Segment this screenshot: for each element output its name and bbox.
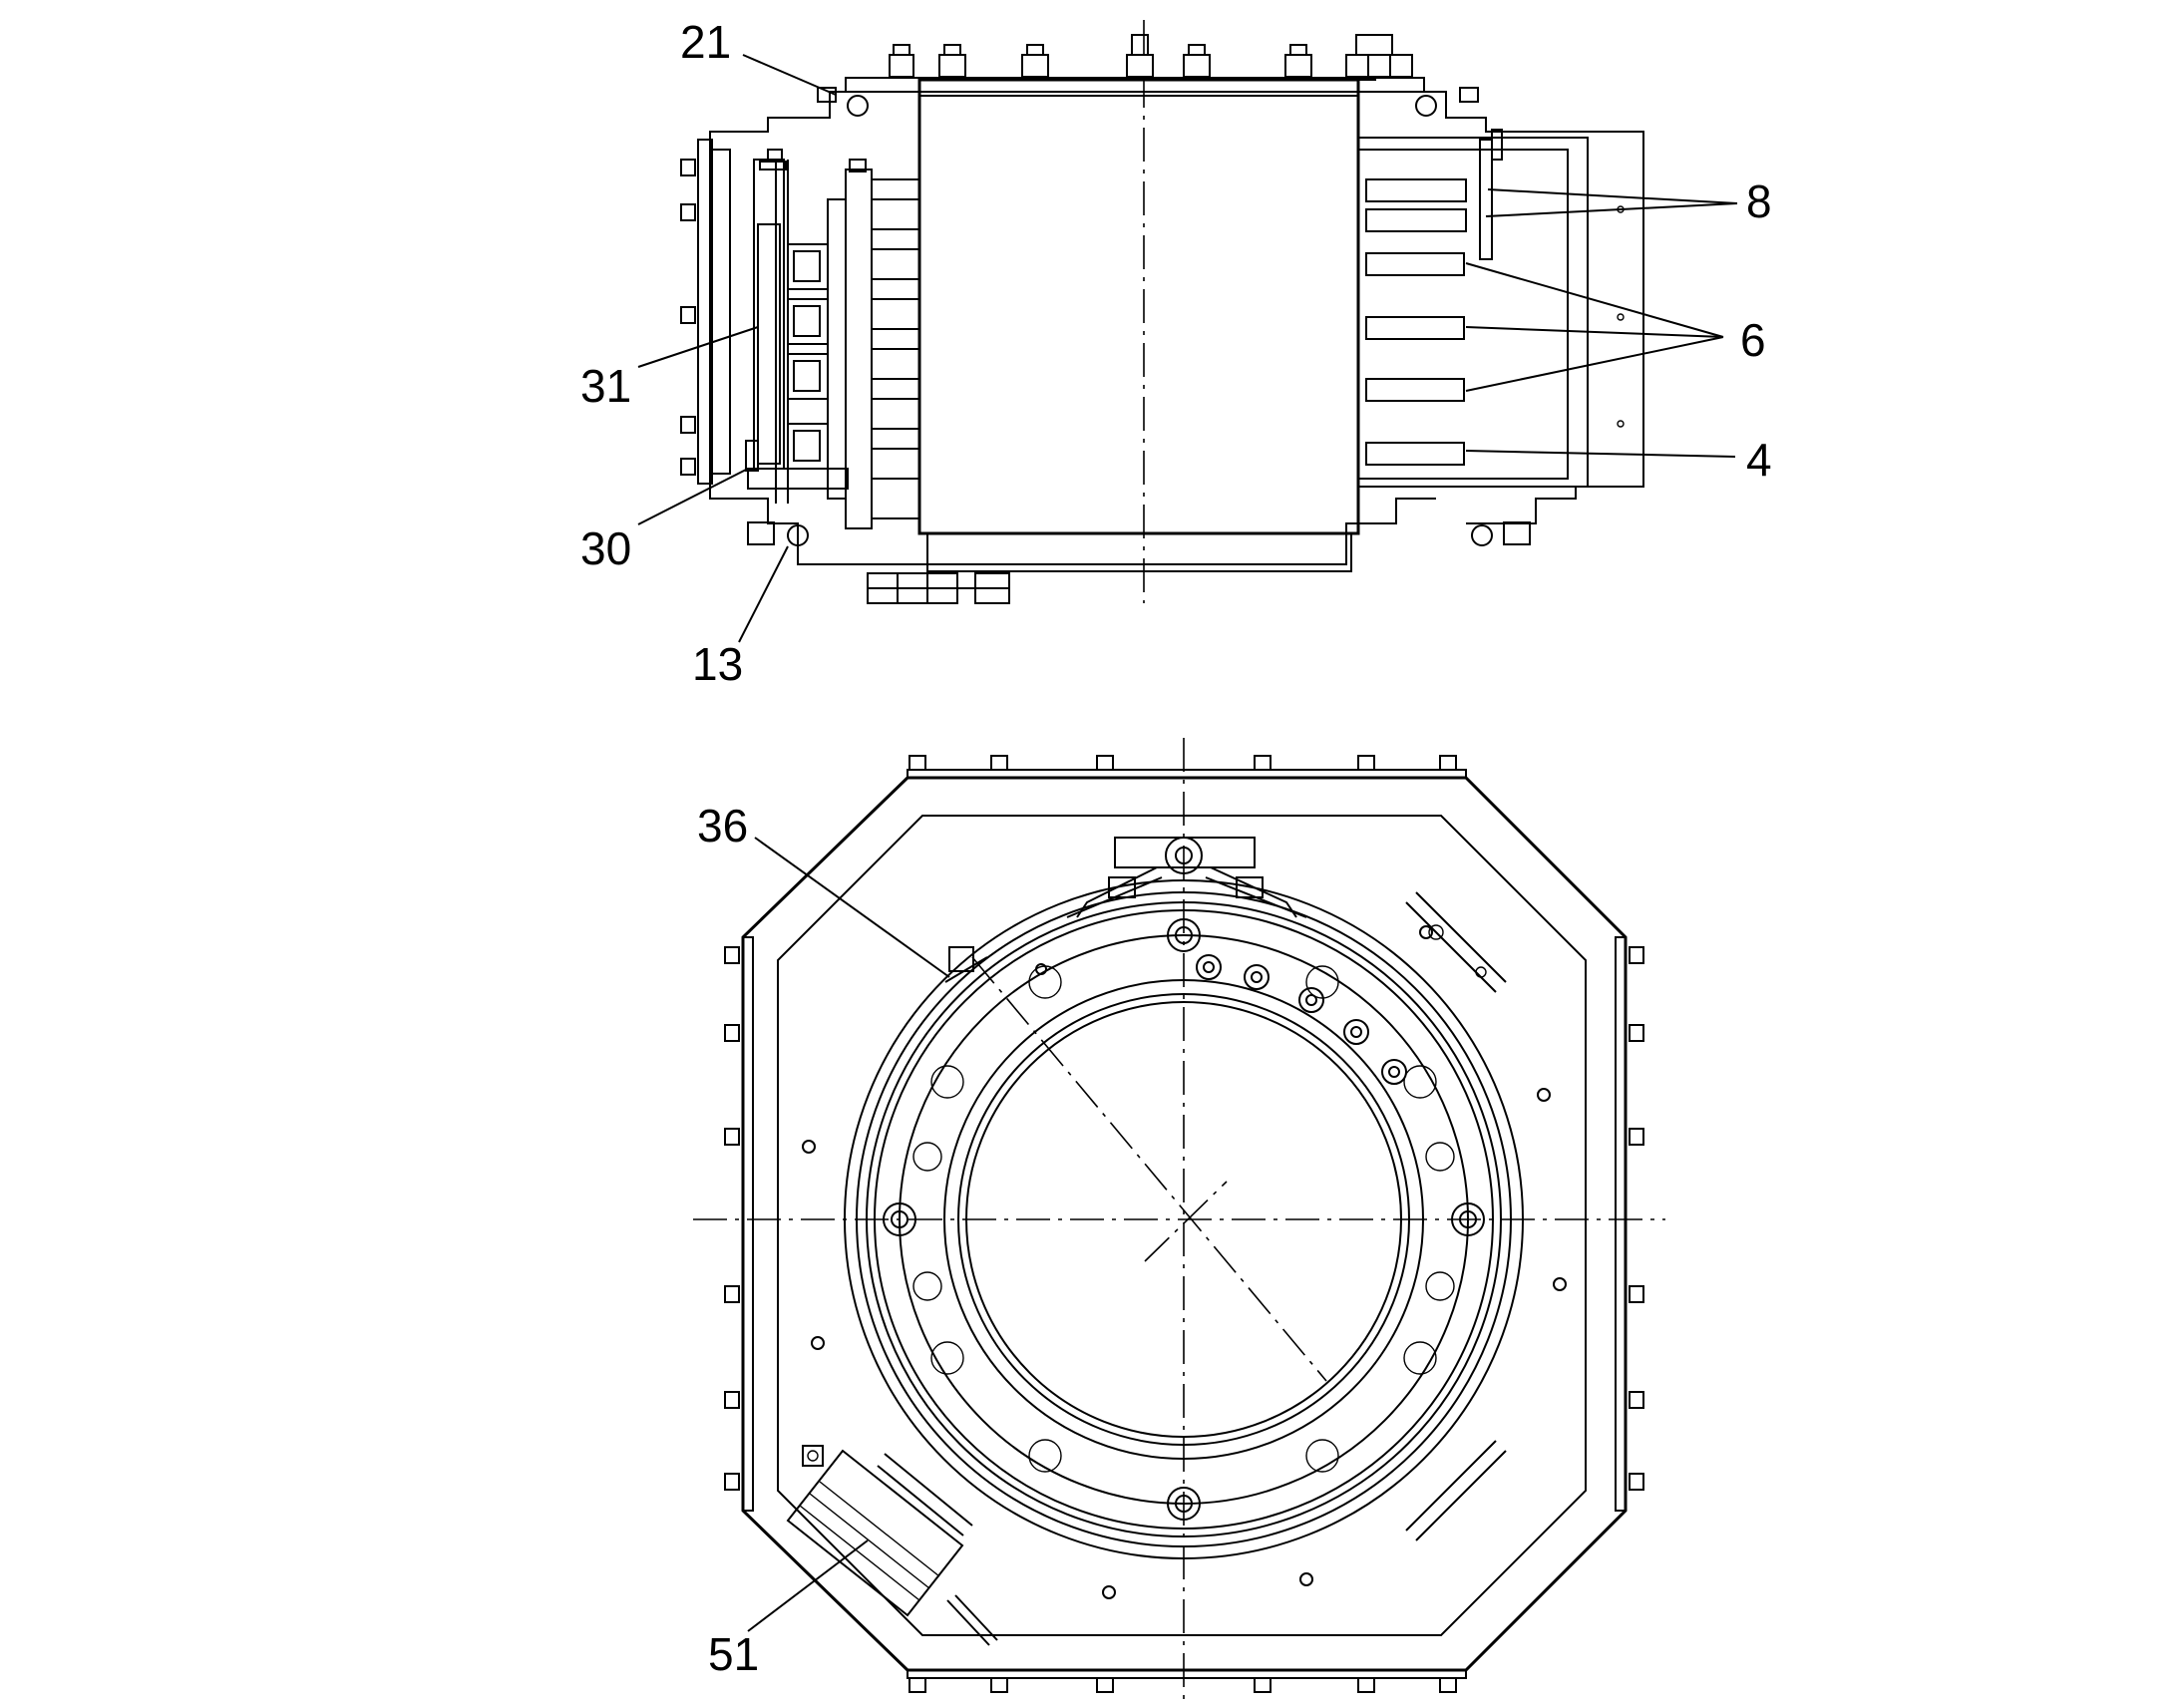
part-51-device bbox=[786, 1445, 998, 1646]
label-30: 30 bbox=[580, 522, 631, 574]
label-13: 13 bbox=[692, 638, 743, 690]
label-31: 31 bbox=[580, 360, 631, 412]
label-36: 36 bbox=[697, 800, 748, 852]
right-winding-leads bbox=[1365, 178, 1467, 466]
edge-bolts-top bbox=[908, 755, 1457, 771]
edge-bolts-bottom bbox=[908, 1677, 1457, 1693]
hatch-bottom-left bbox=[877, 1453, 973, 1537]
hatch-top-right bbox=[1405, 891, 1507, 993]
leader-lines bbox=[637, 54, 1738, 1632]
edge-bolts-left bbox=[724, 946, 740, 1491]
label-6: 6 bbox=[1740, 314, 1766, 366]
top-bolt-row bbox=[889, 34, 1413, 78]
edge-bolts-right bbox=[1629, 946, 1644, 1491]
label-4: 4 bbox=[1746, 434, 1772, 486]
label-8: 8 bbox=[1746, 175, 1772, 227]
bottom-view bbox=[693, 738, 1665, 1705]
hatch-bottom-right bbox=[1405, 1440, 1507, 1541]
left-bolts bbox=[680, 159, 696, 476]
top-view bbox=[680, 20, 1644, 604]
label-21: 21 bbox=[680, 16, 731, 68]
part-labels: 21 8 6 4 31 30 13 36 51 bbox=[580, 16, 1772, 1680]
label-51: 51 bbox=[708, 1628, 759, 1680]
top-mechanism bbox=[1066, 837, 1307, 918]
tap-contacts bbox=[787, 243, 829, 470]
bottom-fittings bbox=[867, 572, 1010, 604]
scallops bbox=[912, 965, 1455, 1473]
